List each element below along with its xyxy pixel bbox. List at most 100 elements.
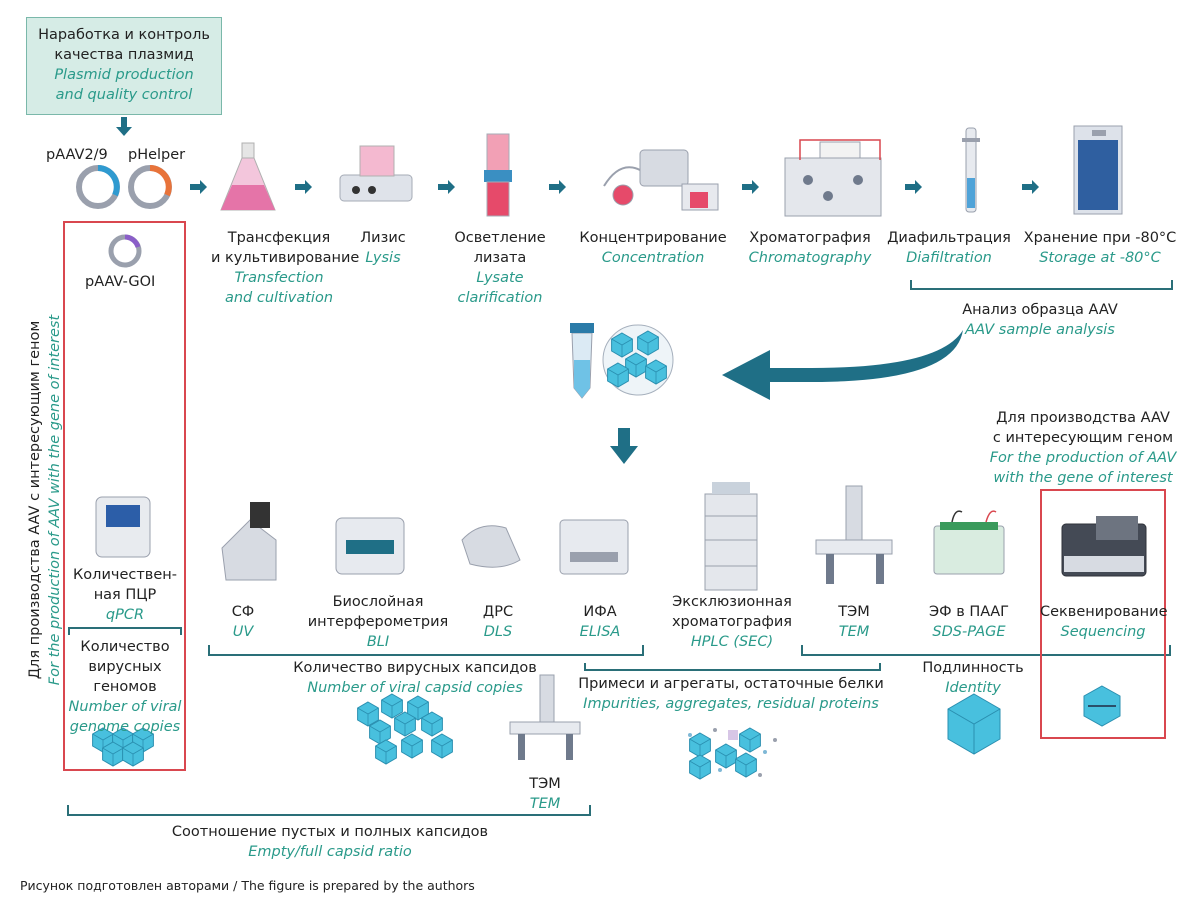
sample-tube-icon: [570, 323, 594, 399]
process-arrow-icon: [295, 180, 312, 194]
process-arrow-icon: [190, 180, 207, 194]
step-transfection-en2: and cultivation: [224, 290, 334, 306]
plasmid-production-ru-line2: качества плазмид: [54, 47, 194, 63]
method-uv-en: UV: [232, 624, 254, 640]
viral-genomes-en2: genome copies: [69, 719, 181, 735]
process-arrow-icon: [905, 180, 922, 194]
right-gene-note-en1: For the production of AAV: [989, 450, 1177, 466]
plasmid-production-en-line1: Plasmid production: [54, 67, 194, 83]
ratio-en: Empty/full capsid ratio: [248, 844, 412, 860]
vertical-label-en: For the production of AAV with the gene …: [47, 314, 63, 686]
method-sdspage-ru: ЭФ в ПААГ: [929, 604, 1009, 620]
step-diafiltration-label: Диафильтрация Diafiltration: [884, 228, 1014, 268]
sequencer-icon: [1061, 516, 1147, 577]
qpcr-ru2: ная ПЦР: [93, 587, 157, 603]
plasmid-paav29-label: pAAV2/9: [46, 147, 108, 163]
method-sequencing-label: Секвенирование Sequencing: [1040, 602, 1168, 642]
bli-instrument-icon: [335, 517, 405, 575]
chromatography-system-icon: [784, 139, 882, 217]
identity-label: Подлинность Identity: [912, 658, 1034, 698]
step-clarification-en: Lysate: [476, 270, 524, 286]
left-gene-box: [63, 221, 186, 771]
plasmid-paav-goi-label: pAAV-GOI: [85, 274, 156, 290]
method-hplc-label: Эксклюзионная хроматография HPLC (SEC): [660, 592, 804, 652]
qpcr-bracket: [68, 627, 182, 635]
method-sdspage-en: SDS-PAGE: [932, 624, 1006, 640]
sample-analysis-bracket: [910, 280, 1173, 290]
method-dls-en: DLS: [483, 624, 513, 640]
process-arrow-icon: [549, 180, 566, 194]
sample-analysis-label: Анализ образца AAV AAV sample analysis: [940, 300, 1140, 340]
filter-tube-icon: [484, 133, 512, 217]
right-gene-box: [1040, 489, 1166, 739]
down-arrow-analysis-icon: [610, 428, 638, 464]
qpcr-label: Количествен- ная ПЦР qPCR: [66, 565, 184, 625]
method-bli-ru2: интерферометрия: [307, 614, 449, 630]
viral-genomes-ru3: геномов: [93, 679, 157, 695]
method-hplc-ru2: хроматография: [671, 614, 793, 630]
step-lysis-ru: Лизис: [360, 230, 406, 246]
dls-instrument-icon: [461, 525, 521, 568]
tem2-ru: ТЭМ: [529, 776, 561, 792]
step-transfection-en: Transfection: [234, 270, 324, 286]
method-uv-label: СФ UV: [218, 602, 268, 642]
step-chromatography-label: Хроматография Chromatography: [742, 228, 878, 268]
impurities-bracket: [584, 663, 881, 671]
impurities-ru: Примеси и агрегаты, остаточные белки: [578, 676, 884, 692]
plasmid-phelper-label: pHelper: [128, 147, 186, 163]
hplc-system-icon: [704, 482, 758, 591]
qpcr-en: qPCR: [105, 607, 145, 623]
method-hplc-ru: Эксклюзионная: [672, 594, 792, 610]
process-arrow-icon: [1022, 180, 1039, 194]
step-transfection-ru: Трансфекция: [227, 230, 331, 246]
step-storage-ru: Хранение при -80°C: [1023, 230, 1177, 246]
freezer-icon: [1073, 125, 1123, 215]
down-arrow-icon: [116, 117, 132, 136]
vertical-label-ru: Для производства AAV с интересующим гено…: [27, 320, 43, 680]
method-tem-en: TEM: [838, 624, 870, 640]
method-uv-ru: СФ: [231, 604, 255, 620]
flask-icon: [220, 142, 276, 211]
method-sdspage-label: ЭФ в ПААГ SDS-PAGE: [916, 602, 1022, 642]
capsid-count-en: Number of viral capsid copies: [307, 680, 523, 696]
step-diafiltration-ru: Диафильтрация: [887, 230, 1011, 246]
tem2-label: ТЭМ TEM: [516, 774, 574, 814]
method-dls-ru: ДРС: [482, 604, 514, 620]
tem2-en: TEM: [529, 796, 561, 812]
plasmid-production-box: Наработка и контроль качества плазмид Pl…: [26, 17, 222, 115]
identity-capsid-icon: [947, 693, 1001, 755]
impurities-en: Impurities, aggregates, residual protein…: [583, 696, 879, 712]
method-tem-ru: ТЭМ: [838, 604, 870, 620]
sample-analysis-en: AAV sample analysis: [965, 322, 1115, 338]
process-arrow-icon: [438, 180, 455, 194]
elisa-reader-icon: [559, 519, 629, 575]
step-chromatography-ru: Хроматография: [749, 230, 871, 246]
plasmid-phelper-icon: [128, 165, 172, 209]
step-storage-en: Storage at -80°C: [1039, 250, 1161, 266]
capsid-count-label: Количество вирусных капсидов Number of v…: [270, 658, 560, 698]
tem2-microscope-icon: [509, 674, 581, 760]
step-storage-label: Хранение при -80°C Storage at -80°C: [1016, 228, 1184, 268]
plasmid-production-ru-line1: Наработка и контроль: [38, 27, 210, 43]
right-gene-note: Для производства AAV с интересующим гено…: [984, 408, 1182, 488]
method-sequencing-en: Sequencing: [1060, 624, 1146, 640]
step-clarification-en2: clarification: [457, 290, 543, 306]
method-tem-label: ТЭМ TEM: [826, 602, 882, 642]
step-lysis-en: Lysis: [365, 250, 401, 266]
impurities-label: Примеси и агрегаты, остаточные белки Imp…: [574, 674, 888, 714]
magnified-capsids-icon: [602, 324, 674, 396]
curved-arrow-icon: [722, 330, 963, 400]
ratio-bracket: [67, 805, 591, 816]
uv-spectrophotometer-icon: [221, 502, 277, 581]
step-lysis-label: Лизис Lysis: [352, 228, 414, 268]
method-elisa-en: ELISA: [579, 624, 621, 640]
right-gene-note-ru1: Для производства AAV: [996, 410, 1170, 426]
viral-genomes-label: Количество вирусных геномов Number of vi…: [66, 637, 184, 737]
step-clarification-label: Осветление лизата Lysate clarification: [448, 228, 552, 308]
step-concentration-ru: Концентрирование: [579, 230, 727, 246]
capsid-count-capsids-icon: [357, 693, 453, 765]
method-dls-label: ДРС DLS: [470, 602, 526, 642]
method-elisa-ru: ИФА: [583, 604, 617, 620]
